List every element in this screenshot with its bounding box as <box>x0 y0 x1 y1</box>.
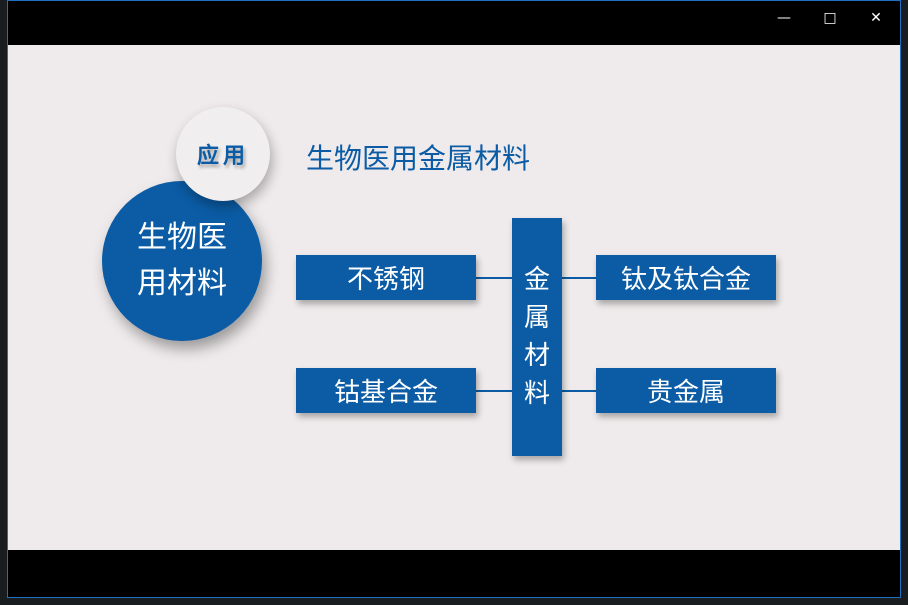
center-char: 金 <box>523 265 550 295</box>
badge-circle: 应用 <box>176 107 270 201</box>
item-stainless-steel: 不锈钢 <box>296 255 476 300</box>
circle-line-2: 用材料 <box>137 266 227 301</box>
item-precious-metal: 贵金属 <box>596 368 776 413</box>
minimize-button[interactable]: — <box>777 10 791 26</box>
slide: 生物医用材料 应用 生物医用金属材料 不锈钢 钴基合金 钛及钛合金 贵金属 金 … <box>8 45 900 550</box>
connector <box>562 277 598 279</box>
center-bar: 金 属 材 料 <box>512 218 562 456</box>
item-cobalt-alloy: 钴基合金 <box>296 368 476 413</box>
connector <box>476 390 512 392</box>
maximize-button[interactable]: □ <box>823 10 837 26</box>
topic-circle: 生物医用材料 <box>102 181 262 341</box>
circle-line-1: 生物医 <box>137 220 227 255</box>
center-char: 属 <box>523 303 550 333</box>
close-button[interactable]: ✕ <box>870 10 882 26</box>
center-char: 材 <box>523 341 550 371</box>
connector <box>562 390 598 392</box>
item-titanium-alloy: 钛及钛合金 <box>596 255 776 300</box>
connector <box>476 277 512 279</box>
center-char: 料 <box>523 379 550 409</box>
slide-title: 生物医用金属材料 <box>306 142 531 175</box>
